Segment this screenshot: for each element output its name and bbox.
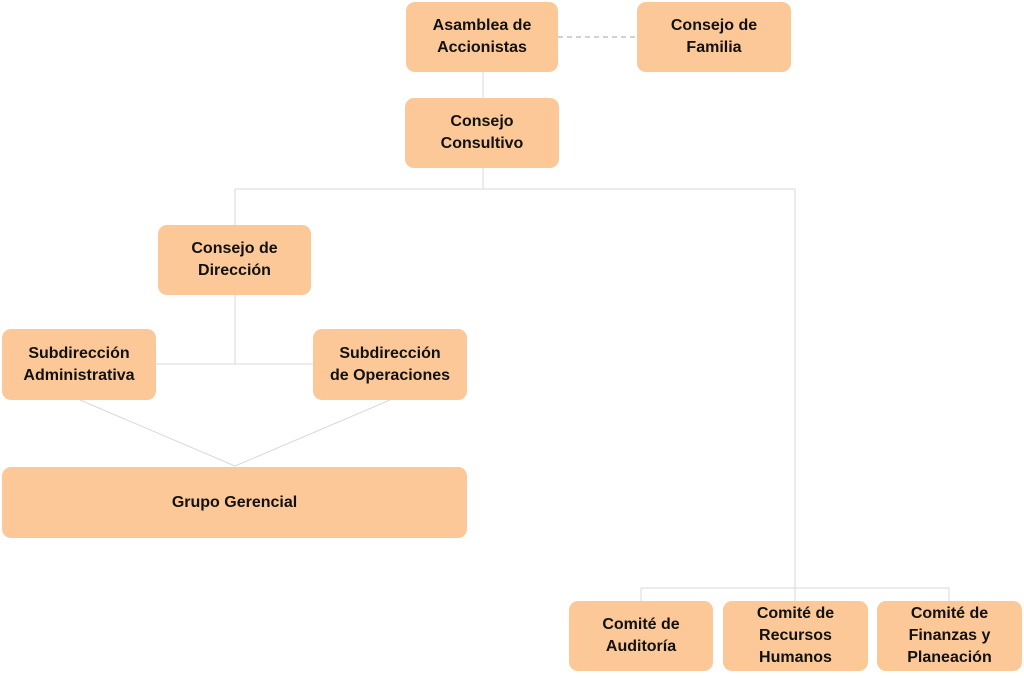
grupo-gerencial-label: Grupo Gerencial — [171, 493, 298, 511]
comite-recursos-humanos-label: Comité de Recursos Humanos — [756, 605, 835, 666]
subdireccion-administrativa-box: Subdirección Administrativa — [2, 329, 156, 400]
comite-finanzas-planeacion-label: Comité de Finanzas y Planeación — [907, 605, 992, 666]
grupo-gerencial-box: Grupo Gerencial — [2, 467, 467, 538]
comite-finanzas-planeacion-box: Comité de Finanzas y Planeación — [877, 601, 1022, 671]
consejo-direccion-label: Consejo de Dirección — [191, 240, 278, 279]
consejo-familia-label: Consejo de Familia — [670, 17, 758, 56]
operaciones-gerencial-connector — [234, 399, 391, 467]
comite-auditoria-box: Comité de Auditoría — [569, 601, 713, 671]
subdireccion-operaciones-box: Subdirección de Operaciones — [313, 329, 467, 400]
subdireccion-operaciones-label: Subdirección de Operaciones — [329, 344, 451, 384]
comite-auditoria-label: Comité de Auditoría — [602, 616, 680, 655]
consejo-familia-box: Consejo de Familia — [637, 2, 791, 72]
comite-recursos-humanos-box: Comité de Recursos Humanos — [723, 601, 868, 671]
consejo-consultivo-box: Consejo Consultivo — [405, 98, 559, 168]
asamblea-accionistas-box: Asamblea de Accionistas — [406, 2, 558, 72]
asamblea-accionistas-label: Asamblea de Accionistas — [432, 17, 532, 56]
consejo-consultivo-label: Consejo Consultivo — [440, 113, 524, 152]
admin-gerencial-connector — [79, 399, 236, 467]
consejo-direccion-box: Consejo de Dirección — [158, 225, 311, 295]
subdireccion-administrativa-label: Subdirección Administrativa — [23, 344, 135, 384]
